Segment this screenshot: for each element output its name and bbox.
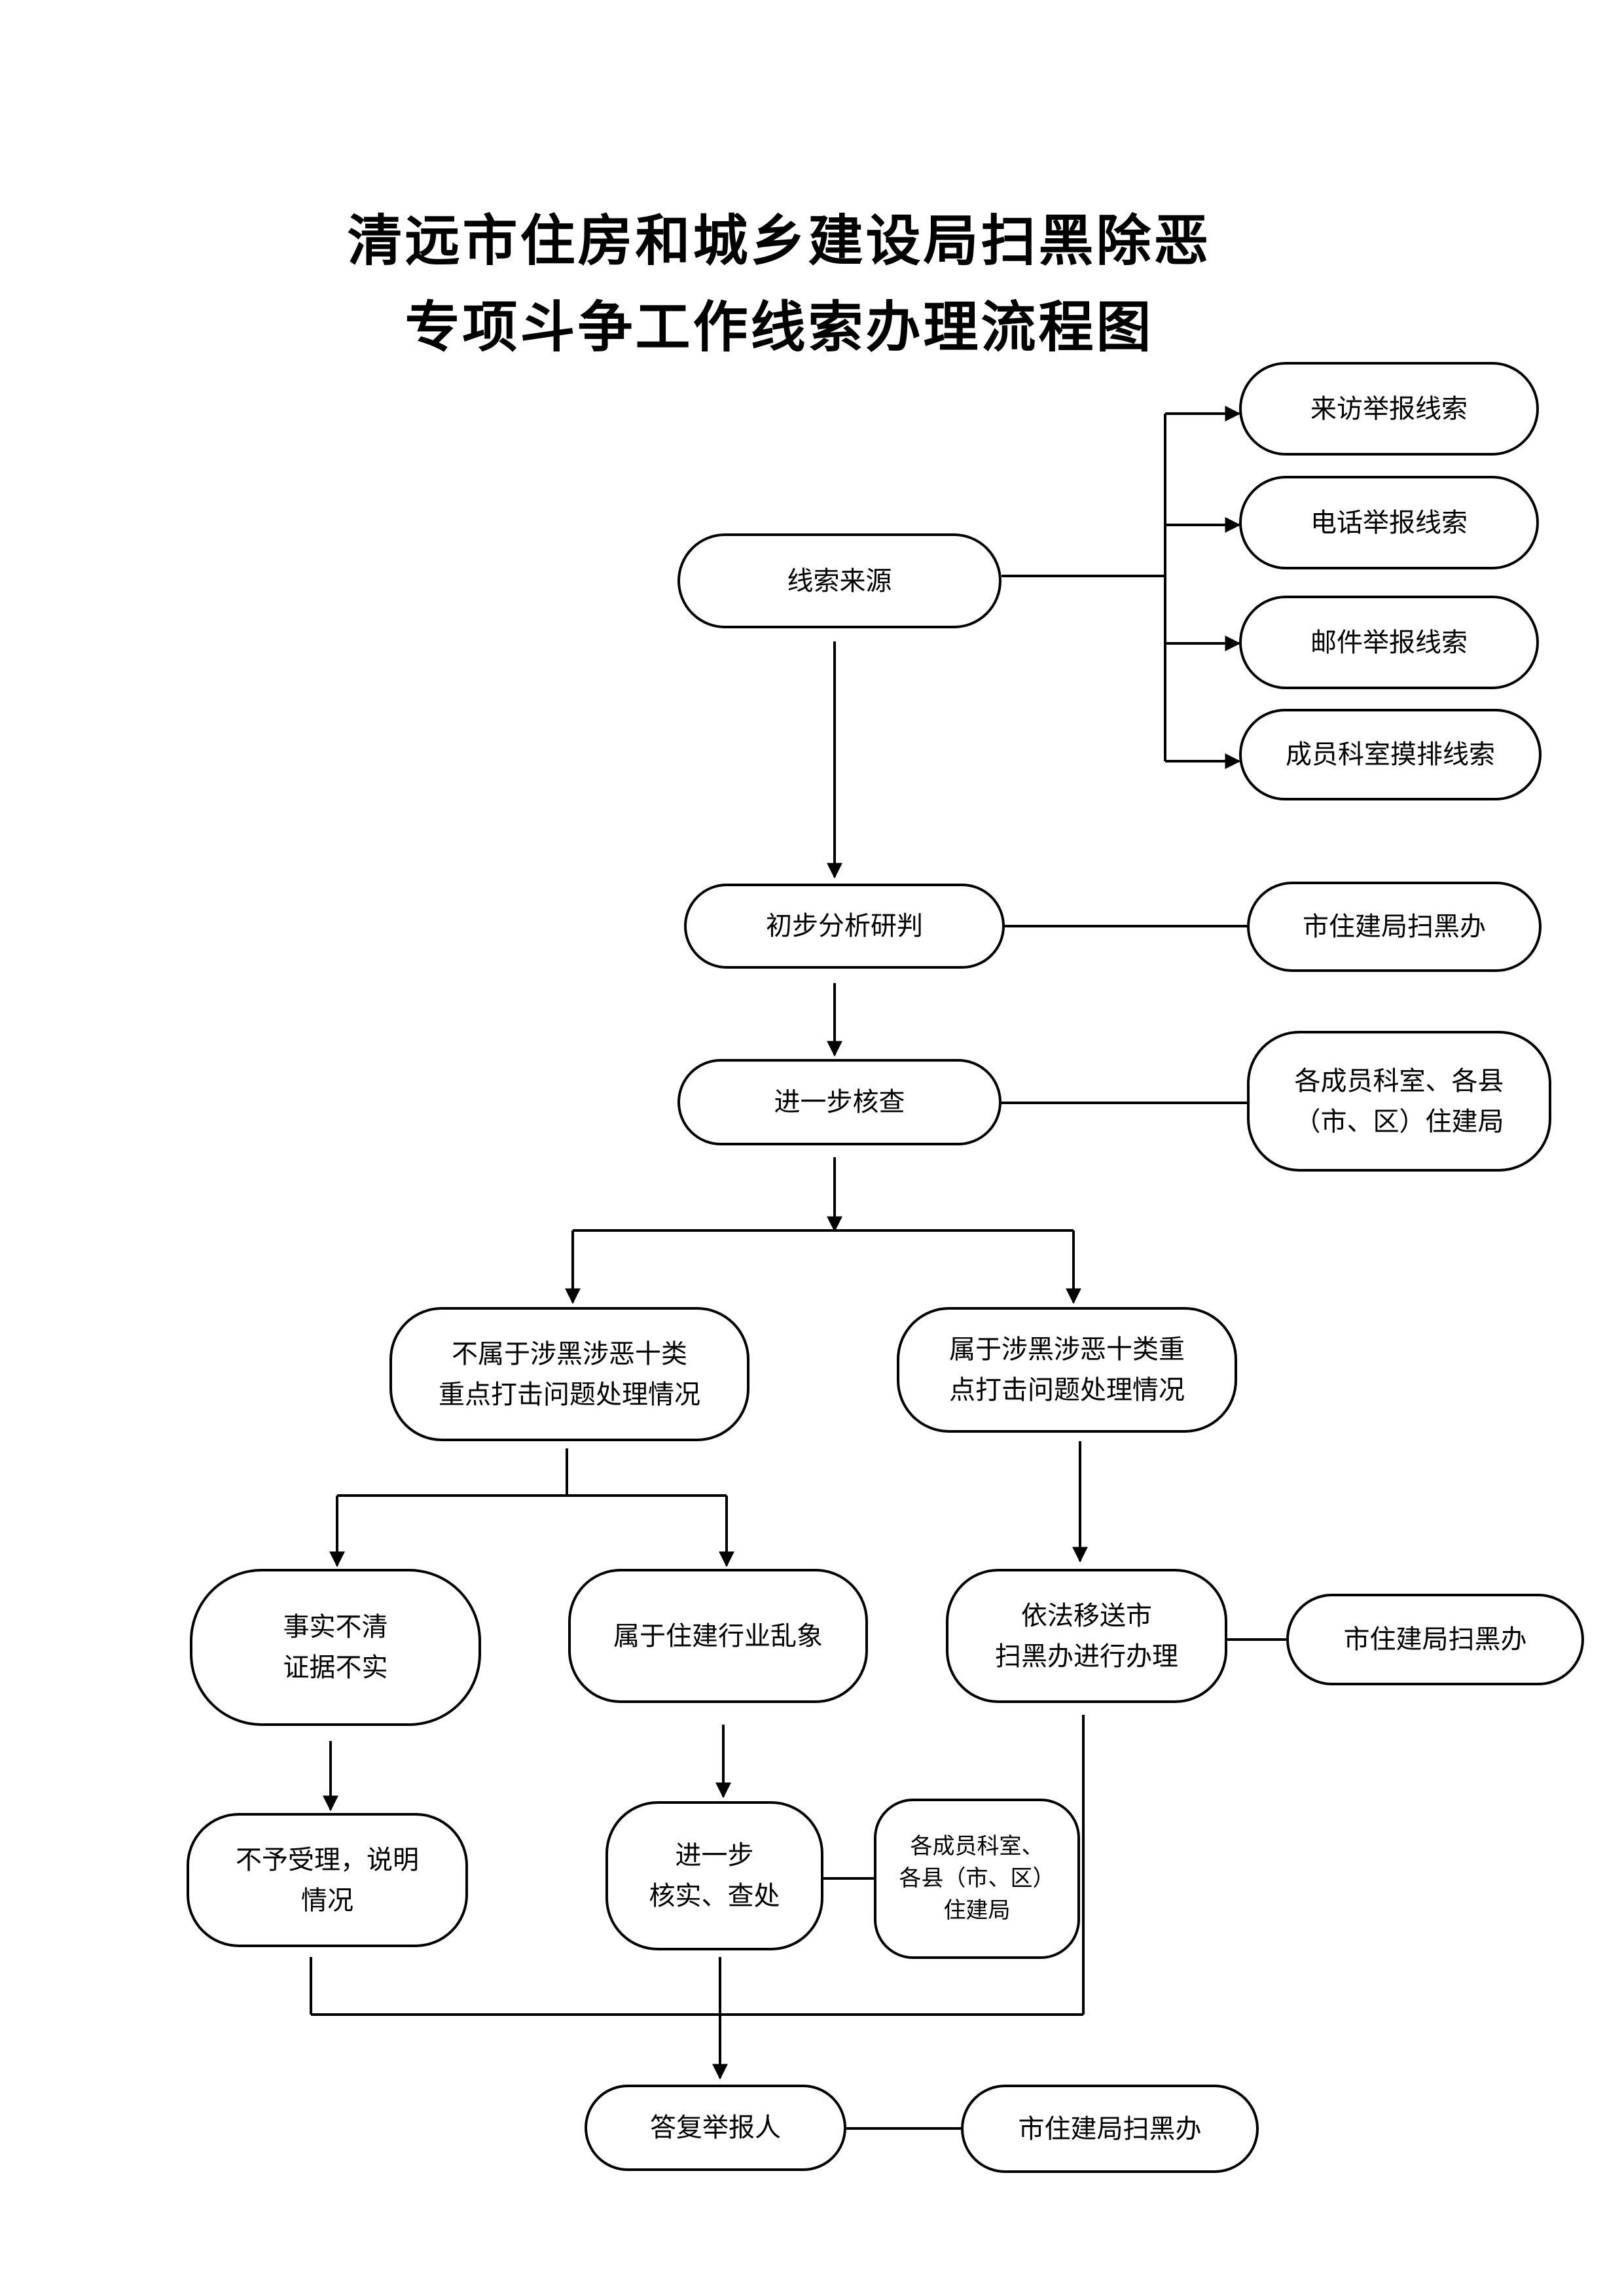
node-reject-line-2: 情况 (301, 1885, 353, 1916)
node-check: 进一步 核实、查处 (605, 1801, 823, 1950)
node-reply: 答复举报人 (585, 2085, 846, 2171)
node-phone-label: 电话举报线索 (1310, 507, 1468, 538)
node-mail: 邮件举报线索 (1239, 596, 1539, 689)
node-transfer-office: 市住建局扫黑办 (1286, 1594, 1584, 1685)
node-prelim: 初步分析研判 (684, 884, 1005, 969)
node-check-line-1: 进一步 (675, 1840, 754, 1871)
node-transfer-office-label: 市住建局扫黑办 (1343, 1624, 1527, 1655)
node-source-label: 线索来源 (787, 565, 892, 596)
node-chaos-label: 属于住建行业乱象 (613, 1621, 823, 1651)
node-reply-label: 答复举报人 (650, 2113, 781, 2143)
node-member: 成员科室摸排线索 (1239, 709, 1542, 800)
node-source: 线索来源 (677, 533, 1001, 628)
node-not-belong-line-1: 不属于涉黑涉恶十类 (452, 1338, 687, 1369)
node-check-org-line-3: 住建局 (943, 1897, 1011, 1924)
node-belong-line-1: 属于涉黑涉恶十类重 (949, 1335, 1185, 1365)
node-check-line-2: 核实、查处 (649, 1881, 780, 1911)
node-verify: 进一步核查 (677, 1059, 1001, 1145)
node-transfer-line-2: 扫黑办进行办理 (995, 1641, 1178, 1672)
node-not-belong: 不属于涉黑涉恶十类 重点打击问题处理情况 (389, 1307, 749, 1441)
node-prelim-label: 初步分析研判 (766, 911, 923, 941)
node-verify-org-line-2: （市、区）住建局 (1294, 1106, 1504, 1137)
page-title-line-1: 清远市住房和城乡建设局扫黑除恶 (347, 209, 1212, 273)
node-reject: 不予受理，说明 情况 (187, 1813, 468, 1947)
page-title-line-2: 专项斗争工作线索办理流程图 (405, 295, 1154, 359)
node-visit-label: 来访举报线索 (1310, 393, 1468, 424)
node-belong-line-2: 点打击问题处理情况 (949, 1375, 1185, 1405)
node-belong: 属于涉黑涉恶十类重 点打击问题处理情况 (897, 1307, 1237, 1433)
node-chaos: 属于住建行业乱象 (568, 1569, 868, 1703)
node-phone: 电话举报线索 (1239, 476, 1539, 569)
node-check-org: 各成员科室、 各县（市、区） 住建局 (874, 1799, 1080, 1959)
node-member-label: 成员科室摸排线索 (1286, 740, 1495, 770)
node-mail-label: 邮件举报线索 (1310, 627, 1468, 658)
node-verify-org-line-1: 各成员科室、各县 (1294, 1066, 1504, 1096)
node-check-org-line-1: 各成员科室、 (910, 1833, 1044, 1859)
node-unclear-line-2: 证据不实 (283, 1653, 388, 1683)
node-unclear-line-1: 事实不清 (283, 1612, 388, 1642)
node-not-belong-line-2: 重点打击问题处理情况 (439, 1379, 700, 1410)
node-check-org-line-2: 各县（市、区） (899, 1865, 1055, 1892)
node-visit: 来访举报线索 (1239, 362, 1539, 456)
node-reply-office: 市住建局扫黑办 (961, 2085, 1259, 2173)
node-reply-office-label: 市住建局扫黑办 (1018, 2113, 1202, 2144)
node-unclear: 事实不清 证据不实 (190, 1569, 481, 1726)
node-prelim-office: 市住建局扫黑办 (1247, 882, 1542, 972)
node-prelim-office-label: 市住建局扫黑办 (1303, 912, 1486, 942)
node-reject-line-1: 不予受理，说明 (236, 1844, 419, 1875)
node-verify-org: 各成员科室、各县 （市、区）住建局 (1247, 1031, 1551, 1172)
node-verify-label: 进一步核查 (774, 1087, 905, 1117)
node-transfer-line-1: 依法移送市 (1021, 1600, 1152, 1631)
node-transfer: 依法移送市 扫黑办进行办理 (946, 1569, 1227, 1703)
